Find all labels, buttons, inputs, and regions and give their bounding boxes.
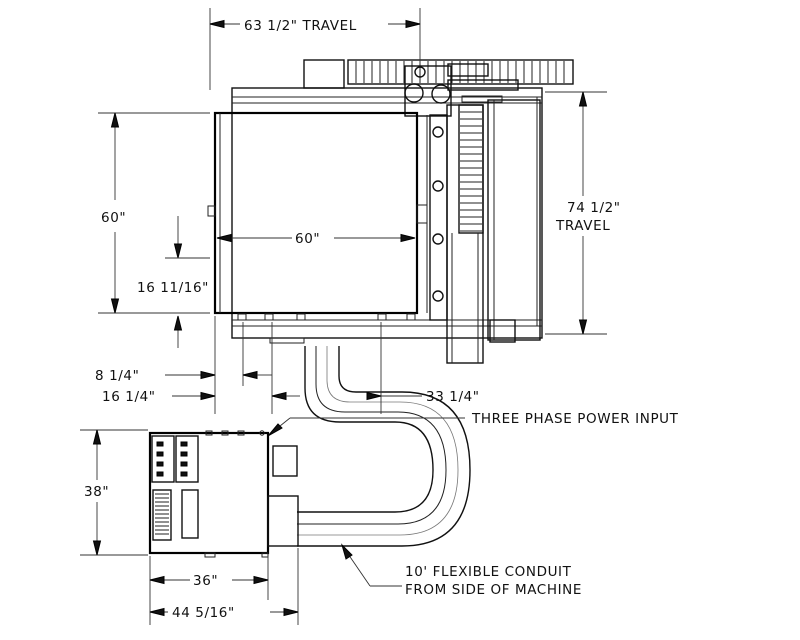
gantry-drive xyxy=(404,63,519,117)
disconnect-box xyxy=(272,445,298,477)
machine-assembly xyxy=(207,59,574,364)
electrical-cabinet xyxy=(148,430,299,558)
conduit-run-label: 33 1/4" xyxy=(426,389,480,405)
table-offset-label: 16 11/16" xyxy=(137,280,209,296)
callout-labels: THREE PHASE POWER INPUT 10' FLEXIBLE CON… xyxy=(405,411,679,598)
x-travel-label: 63 1/2" TRAVEL xyxy=(244,18,357,34)
offset-a-label: 8 1/4" xyxy=(95,368,139,384)
cabinet-width-label: 36" xyxy=(193,573,218,589)
vertical-cable-chain xyxy=(446,104,484,364)
offset-b-label: 16 1/4" xyxy=(102,389,156,405)
y-travel-word: TRAVEL xyxy=(555,218,610,234)
conduit-callout-line1: 10' FLEXIBLE CONDUIT xyxy=(405,564,572,580)
leader-lines xyxy=(267,417,465,587)
flexible-conduit xyxy=(297,346,471,547)
y-travel-value: 74 1/2" xyxy=(567,200,621,216)
machine-frame xyxy=(231,87,543,339)
conduit-callout-line2: FROM SIDE OF MACHINE xyxy=(405,582,582,598)
dimension-labels: 63 1/2" TRAVEL 74 1/2" TRAVEL 60" 60" 16… xyxy=(84,18,621,621)
work-table xyxy=(213,111,419,315)
x-motor xyxy=(303,59,345,89)
top-cable-chain xyxy=(347,59,574,85)
y-axis-rail xyxy=(429,114,448,321)
terminal-block xyxy=(152,489,172,541)
table-height-label: 60" xyxy=(101,210,126,226)
power-input-callout: THREE PHASE POWER INPUT xyxy=(471,411,679,427)
cabinet-height-label: 38" xyxy=(84,484,109,500)
right-carriage xyxy=(487,99,541,341)
table-width-label: 60" xyxy=(295,231,320,247)
cabinet-overall-width-label: 44 5/16" xyxy=(172,605,235,621)
side-box xyxy=(267,495,299,547)
dimension-lines xyxy=(80,8,607,625)
